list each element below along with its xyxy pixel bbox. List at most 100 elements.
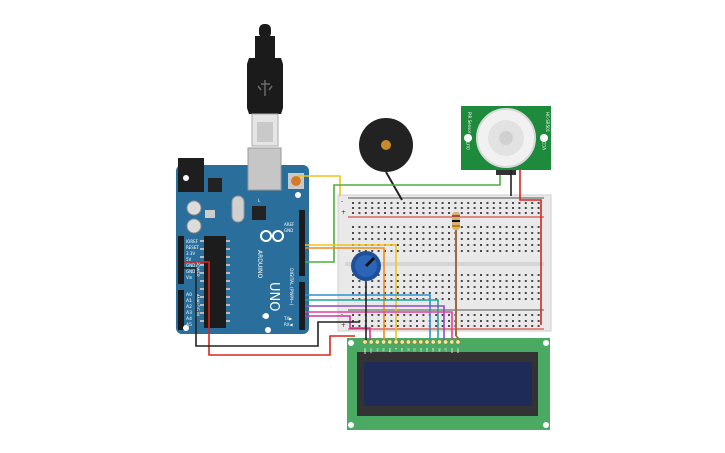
breadboard-hole	[396, 325, 399, 327]
breadboard-hole	[505, 244, 508, 246]
breadboard-hole	[364, 232, 367, 234]
breadboard-hole	[460, 292, 463, 294]
breadboard-hole	[524, 286, 527, 288]
breadboard-hole	[524, 320, 527, 322]
breadboard-hole	[409, 238, 412, 240]
breadboard-hole	[480, 238, 482, 240]
breadboard-hole	[358, 292, 361, 294]
lcd-pin[interactable]	[424, 339, 430, 345]
svg-text:5V: 5V	[186, 257, 192, 262]
lcd-pin[interactable]	[362, 339, 368, 345]
breadboard-hole	[364, 238, 367, 240]
lcd-pin[interactable]	[449, 339, 455, 345]
breadboard-hole	[467, 298, 470, 300]
potentiometer[interactable]	[351, 251, 381, 281]
lcd-pin[interactable]	[418, 339, 424, 345]
breadboard-hole	[524, 250, 527, 252]
svg-text:A4: A4	[186, 316, 192, 322]
breadboard-hole	[467, 238, 470, 240]
breadboard-hole	[384, 286, 386, 288]
breadboard-hole	[390, 298, 393, 300]
breadboard-hole	[480, 274, 482, 276]
lcd-pin[interactable]	[455, 339, 461, 345]
breadboard-hole	[441, 292, 444, 294]
breadboard-hole	[480, 314, 482, 316]
breadboard-hole	[390, 286, 393, 288]
breadboard-hole	[505, 314, 508, 316]
breadboard-hole	[531, 292, 534, 294]
breadboard-hole	[467, 232, 470, 234]
breadboard-hole	[441, 238, 444, 240]
lcd-pin[interactable]	[368, 339, 374, 345]
lcd-pin[interactable]	[412, 339, 418, 345]
lcd-pin[interactable]	[381, 339, 387, 345]
breadboard-hole	[512, 298, 514, 300]
breadboard-hole	[460, 202, 463, 204]
breadboard-hole	[492, 250, 495, 252]
breadboard-hole	[428, 280, 431, 282]
breadboard-hole	[467, 250, 470, 252]
lcd-pin-label: D6	[437, 348, 441, 352]
lcd-pin[interactable]	[436, 339, 442, 345]
breadboard-hole	[371, 280, 374, 282]
breadboard-hole	[364, 202, 367, 204]
breadboard-hole	[480, 226, 482, 228]
lcd-pin[interactable]	[443, 339, 449, 345]
breadboard-hole	[390, 212, 393, 214]
breadboard-hole	[467, 320, 470, 322]
breadboard-hole	[499, 286, 502, 288]
breadboard-hole	[531, 244, 534, 246]
breadboard-hole	[358, 298, 361, 300]
breadboard-hole	[396, 207, 399, 209]
breadboard-hole	[512, 320, 514, 322]
breadboard-hole	[460, 250, 463, 252]
lcd-pin[interactable]	[387, 339, 393, 345]
breadboard-hole	[448, 238, 450, 240]
breadboard-hole	[384, 250, 386, 252]
lcd-pin[interactable]	[399, 339, 405, 345]
breadboard-hole	[416, 298, 418, 300]
breadboard-hole	[396, 212, 399, 214]
breadboard-hole	[428, 207, 431, 209]
breadboard-hole	[416, 286, 418, 288]
breadboard-hole	[428, 286, 431, 288]
breadboard-hole	[441, 314, 444, 316]
lcd-pin-label: E	[394, 348, 398, 350]
breadboard-hole	[358, 250, 361, 252]
breadboard-hole	[364, 250, 367, 252]
arduino-model-text: UNO	[266, 282, 281, 311]
breadboard-hole	[422, 314, 425, 316]
breadboard-hole	[396, 298, 399, 300]
breadboard-hole	[377, 274, 380, 276]
breadboard-hole	[377, 325, 380, 327]
lcd-pin[interactable]	[393, 339, 399, 345]
breadboard-hole	[441, 244, 444, 246]
lcd-pin[interactable]	[405, 339, 411, 345]
breadboard-hole	[435, 320, 438, 322]
lcd-pin-label: D0	[400, 348, 404, 352]
breadboard-hole	[505, 212, 508, 214]
breadboard-hole	[512, 250, 514, 252]
breadboard-hole	[524, 244, 527, 246]
breadboard-hole	[467, 280, 470, 282]
lcd-pin[interactable]	[430, 339, 436, 345]
breadboard-hole	[486, 207, 489, 209]
breadboard-hole	[537, 207, 540, 209]
breadboard-hole	[492, 320, 495, 322]
breadboard-hole	[390, 292, 393, 294]
breadboard-hole	[384, 292, 386, 294]
breadboard-hole	[364, 226, 367, 228]
breadboard-hole	[454, 207, 457, 209]
lcd-pin[interactable]	[374, 339, 380, 345]
breadboard-hole	[377, 280, 380, 282]
breadboard-hole	[480, 280, 482, 282]
breadboard-hole	[518, 325, 521, 327]
breadboard-hole	[505, 320, 508, 322]
wire-brown-lcd	[455, 335, 461, 341]
breadboard-hole	[524, 212, 527, 214]
breadboard-hole	[441, 202, 444, 204]
breadboard-hole	[377, 212, 380, 214]
breadboard-hole	[537, 226, 540, 228]
breadboard-hole	[377, 232, 380, 234]
lcd-pin-label: D2	[413, 348, 417, 352]
